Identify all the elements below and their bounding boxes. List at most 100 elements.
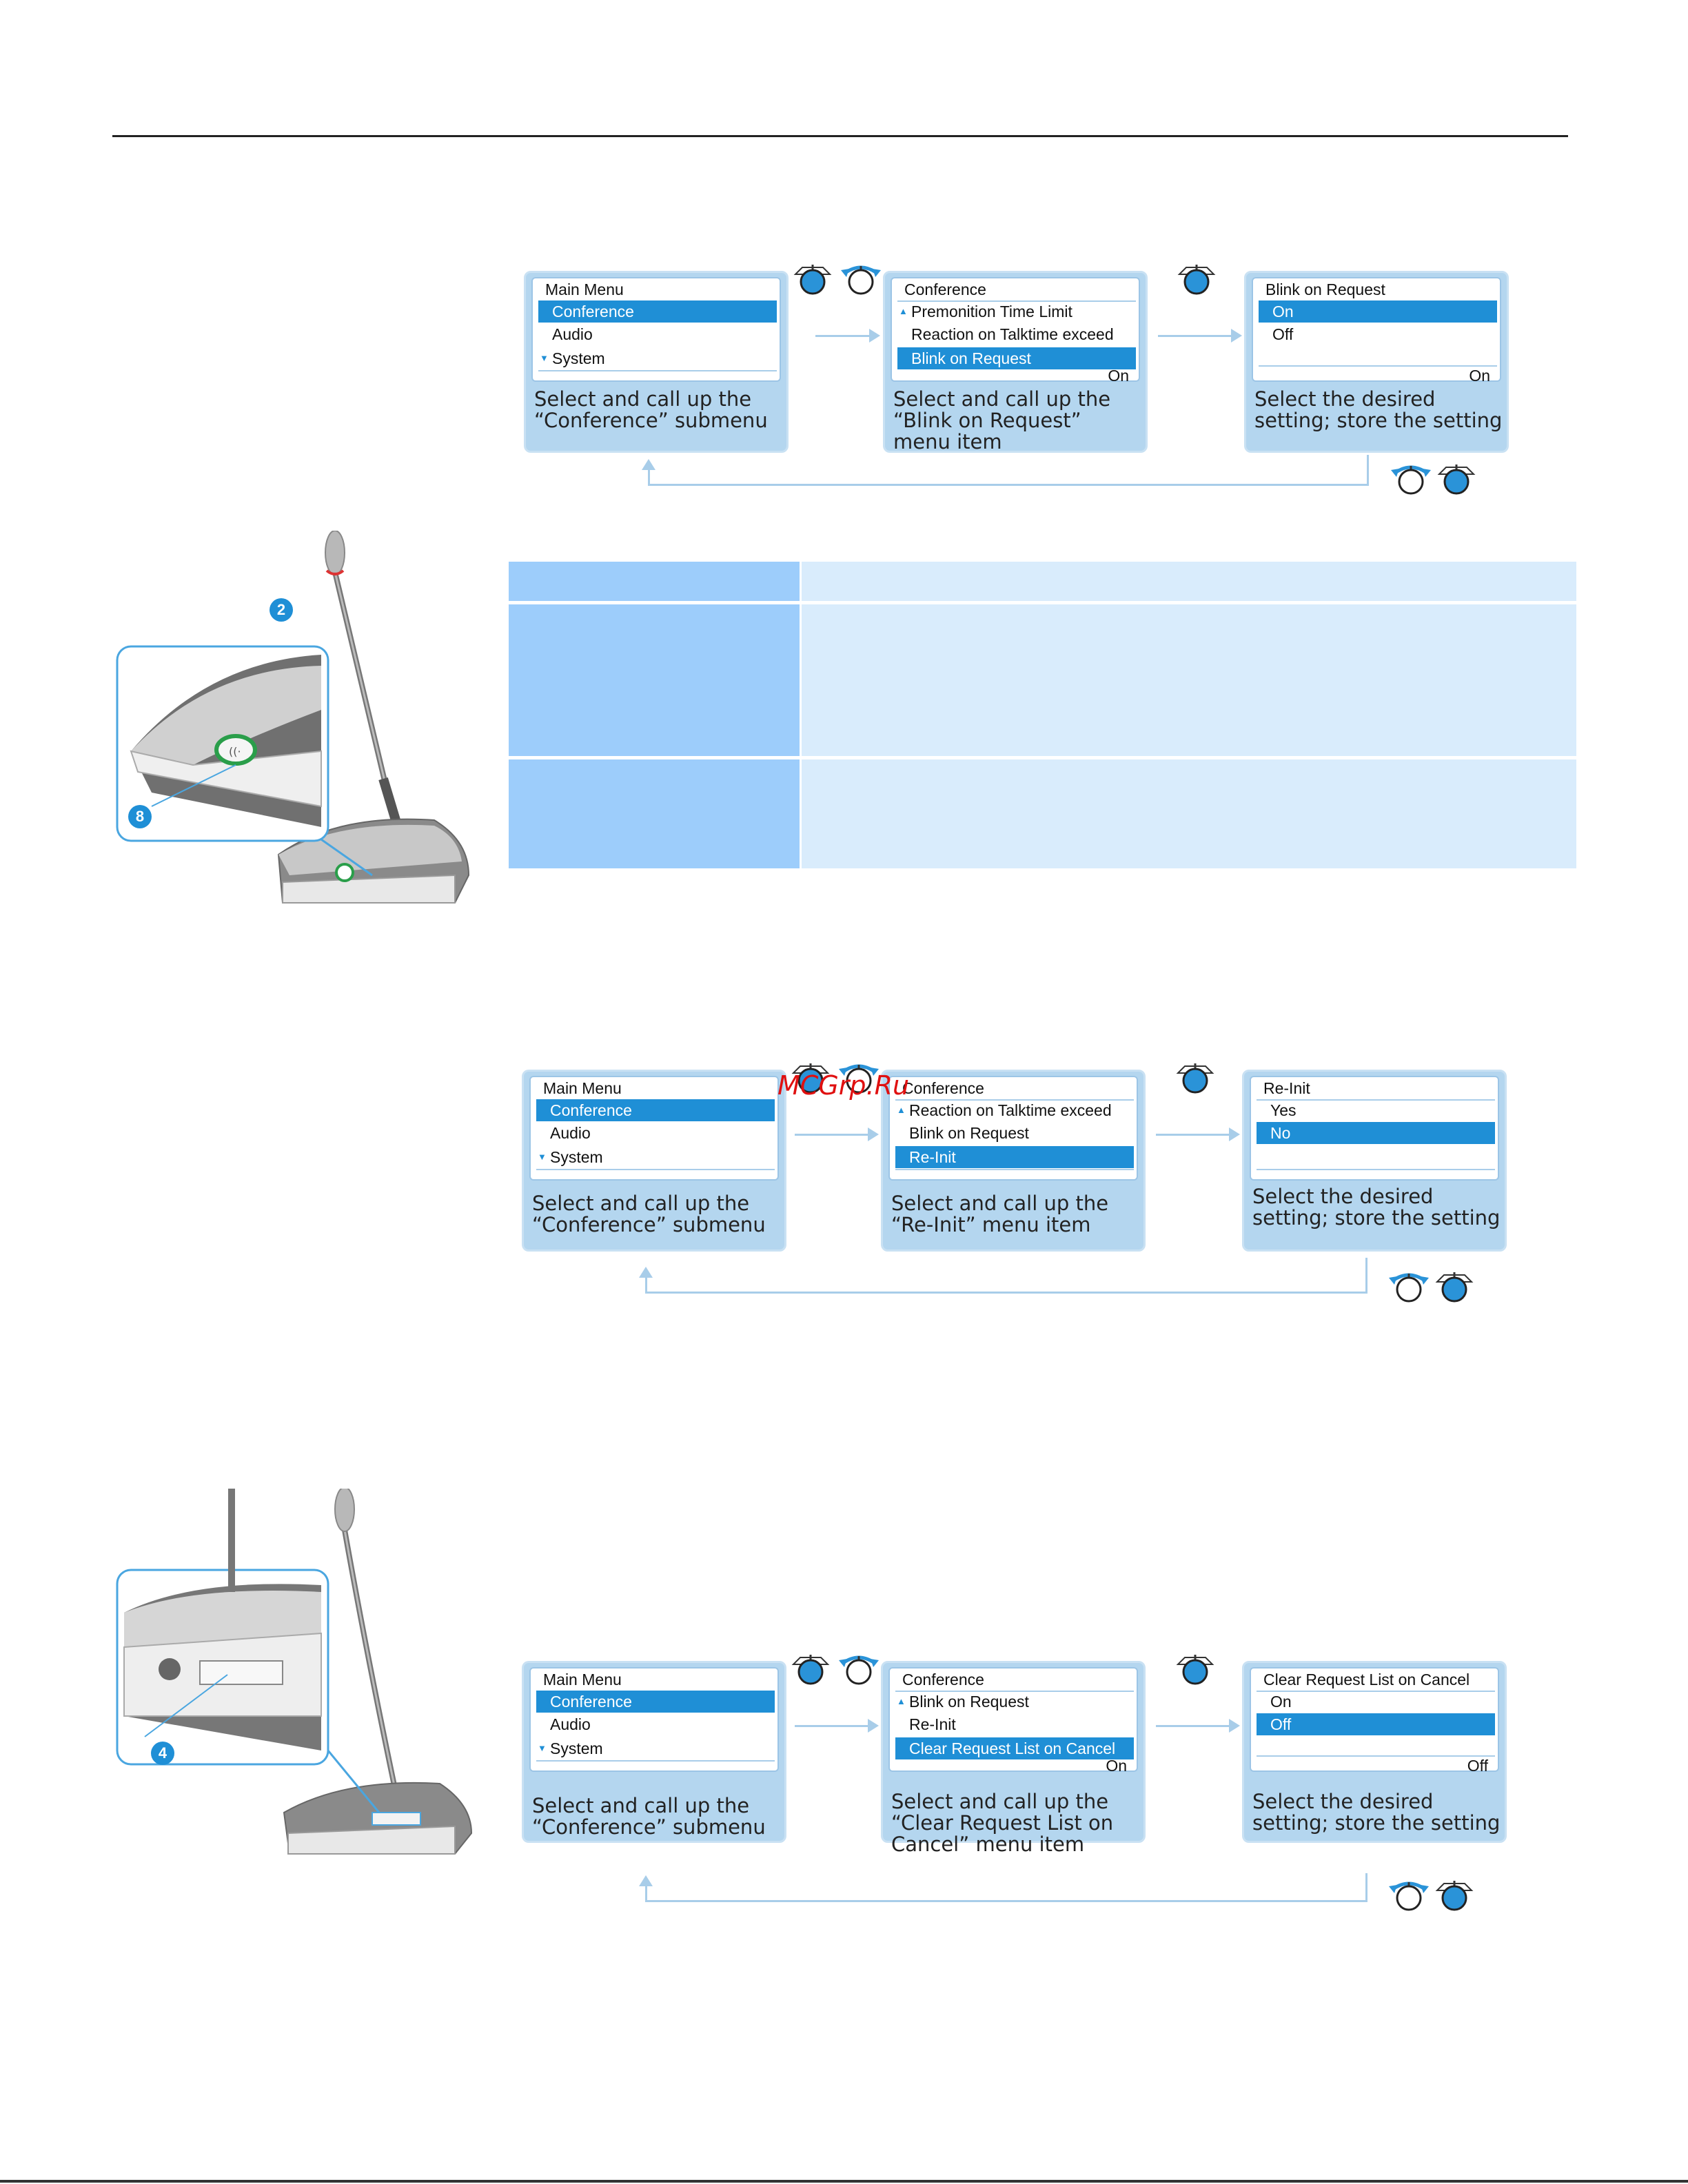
callout-badge: 8 — [128, 805, 152, 828]
turn-knob-icon — [1387, 1271, 1430, 1304]
turn-knob-icon — [840, 263, 882, 296]
delegate-unit-illustration: ((· — [116, 531, 470, 904]
header-rule — [112, 135, 1568, 137]
menu-item-system[interactable]: ▼System — [536, 1737, 775, 1759]
press-knob-icon — [1178, 263, 1215, 295]
menu-item-reaction-on-talktime[interactable]: Reaction on Talktime exceed — [911, 325, 1114, 343]
step-panel-main-menu: Main Menu Conference Audio ▼System Selec… — [522, 1070, 786, 1252]
step-panel-blink-setting: Blink on Request On Off On Select the de… — [1244, 271, 1509, 453]
step-caption: Select and call up the “Conference” subm… — [532, 1794, 766, 1839]
table-cell — [509, 604, 800, 756]
lcd-screen: Blink on Request On Off On — [1252, 277, 1501, 385]
scroll-up-icon: ▲ — [897, 1105, 906, 1115]
step-caption: Select the desired setting; store the se… — [1252, 1790, 1501, 1835]
press-knob-icon — [1436, 1271, 1473, 1303]
press-knob-icon — [1436, 1879, 1473, 1911]
lcd-screen: Clear Request List on Cancel On Off Off — [1250, 1667, 1499, 1775]
callout-badge: 4 — [151, 1742, 174, 1765]
step-caption: Select and call up the “Blink on Request… — [893, 387, 1111, 453]
table-cell — [802, 604, 1576, 756]
turn-knob-icon — [1390, 463, 1432, 496]
menu-item-clear-request-list[interactable]: Clear Request List on Cancel — [895, 1737, 1134, 1759]
option-off[interactable]: Off — [1257, 1713, 1495, 1735]
return-arrow — [645, 1292, 1367, 1294]
press-knob-icon — [794, 263, 831, 295]
lcd-screen: Conference ▲Premonition Time Limit React… — [891, 277, 1140, 385]
table-header-cell — [802, 562, 1576, 601]
current-value: On — [1106, 1757, 1127, 1775]
menu-item-audio[interactable]: Audio — [552, 325, 593, 343]
scroll-up-icon: ▲ — [897, 1696, 906, 1706]
scroll-down-icon: ▼ — [540, 353, 549, 363]
footer-rule — [0, 2180, 1688, 2183]
option-on[interactable]: On — [1259, 300, 1497, 323]
menu-item-audio[interactable]: Audio — [550, 1715, 591, 1733]
option-on[interactable]: On — [1270, 1693, 1292, 1711]
step-caption: Select and call up the “Conference” subm… — [532, 1192, 766, 1236]
screen-title: Conference — [902, 1079, 984, 1097]
next-arrow — [815, 329, 880, 343]
press-knob-icon — [1438, 463, 1475, 495]
menu-item-blink-on-request[interactable]: Blink on Request — [909, 1124, 1029, 1142]
step-caption: Select the desired setting; store the se… — [1254, 387, 1503, 432]
menu-item-reaction-on-talktime[interactable]: ▲Reaction on Talktime exceed — [895, 1099, 1134, 1121]
return-arrow — [645, 1900, 1367, 1902]
step-panel-conference: Conference ▲Blink on Request Re-Init Cle… — [881, 1661, 1146, 1855]
menu-item-system[interactable]: ▼System — [538, 347, 777, 369]
menu-item-audio[interactable]: Audio — [550, 1124, 591, 1142]
screen-title: Main Menu — [545, 280, 624, 298]
screen-title: Conference — [904, 280, 986, 298]
table-cell — [509, 759, 800, 868]
step-panel-main-menu: Main Menu Conference Audio ▼System Selec… — [524, 271, 789, 453]
screen-title: Main Menu — [543, 1671, 622, 1688]
option-no[interactable]: No — [1257, 1122, 1495, 1144]
step-panel-clear-setting: Clear Request List on Cancel On Off Off … — [1242, 1661, 1507, 1843]
scroll-down-icon: ▼ — [538, 1152, 547, 1162]
menu-item-conference[interactable]: Conference — [538, 300, 777, 323]
menu-item-blink-on-request[interactable]: Blink on Request — [897, 347, 1136, 369]
watermark-text: MCGrp.Ru — [777, 1070, 910, 1101]
menu-item-conference[interactable]: Conference — [536, 1099, 775, 1121]
screen-title: Main Menu — [543, 1079, 622, 1097]
menu-item-re-init[interactable]: Re-Init — [895, 1146, 1134, 1168]
menu-item-blink-on-request[interactable]: ▲Blink on Request — [895, 1691, 1134, 1713]
step-caption: Select and call up the “Clear Request Li… — [891, 1790, 1114, 1856]
menu-item-system[interactable]: ▼System — [536, 1146, 775, 1168]
option-off[interactable]: Off — [1272, 325, 1294, 343]
step-panel-conference: Conference ▲Reaction on Talktime exceed … — [881, 1070, 1146, 1252]
table-header-cell — [509, 562, 800, 601]
next-arrow — [1156, 1127, 1240, 1141]
step-panel-main-menu: Main Menu Conference Audio ▼System Selec… — [522, 1661, 786, 1843]
press-knob-icon — [792, 1653, 829, 1685]
lcd-screen: Conference ▲Reaction on Talktime exceed … — [888, 1076, 1138, 1181]
menu-item-premonition-time-limit[interactable]: ▲Premonition Time Limit — [897, 300, 1136, 323]
svg-text:((·: ((· — [229, 745, 241, 758]
lcd-screen: Main Menu Conference Audio ▼System — [529, 1076, 779, 1181]
table-cell — [802, 759, 1576, 868]
lcd-screen: Conference ▲Blink on Request Re-Init Cle… — [888, 1667, 1138, 1775]
menu-item-re-init[interactable]: Re-Init — [909, 1715, 956, 1733]
lcd-screen: Main Menu Conference Audio ▼System — [529, 1667, 779, 1772]
next-arrow — [795, 1127, 879, 1141]
step-caption: Select and call up the “Re-Init” menu it… — [891, 1192, 1109, 1236]
screen-title: Re-Init — [1263, 1079, 1310, 1097]
screen-title: Conference — [902, 1671, 984, 1688]
press-knob-icon — [1177, 1062, 1214, 1094]
lcd-screen: Re-Init Yes No — [1250, 1076, 1499, 1181]
step-caption: Select and call up the “Conference” subm… — [534, 387, 768, 432]
chairman-unit-illustration — [116, 1489, 473, 1855]
step-caption: Select the desired setting; store the se… — [1252, 1185, 1501, 1229]
step-panel-re-init-setting: Re-Init Yes No Select the desired settin… — [1242, 1070, 1507, 1252]
current-value: On — [1108, 367, 1129, 385]
lcd-screen: Main Menu Conference Audio ▼System — [531, 277, 781, 382]
current-value: On — [1469, 367, 1490, 385]
screen-title: Blink on Request — [1265, 280, 1385, 298]
scroll-down-icon: ▼ — [538, 1743, 547, 1753]
next-arrow — [1156, 1719, 1240, 1733]
menu-item-conference[interactable]: Conference — [536, 1691, 775, 1713]
option-yes[interactable]: Yes — [1270, 1101, 1296, 1119]
turn-knob-icon — [1387, 1879, 1430, 1912]
callout-badge: 2 — [270, 598, 293, 622]
screen-title: Clear Request List on Cancel — [1263, 1671, 1470, 1688]
step-panel-conference: Conference ▲Premonition Time Limit React… — [883, 271, 1148, 453]
